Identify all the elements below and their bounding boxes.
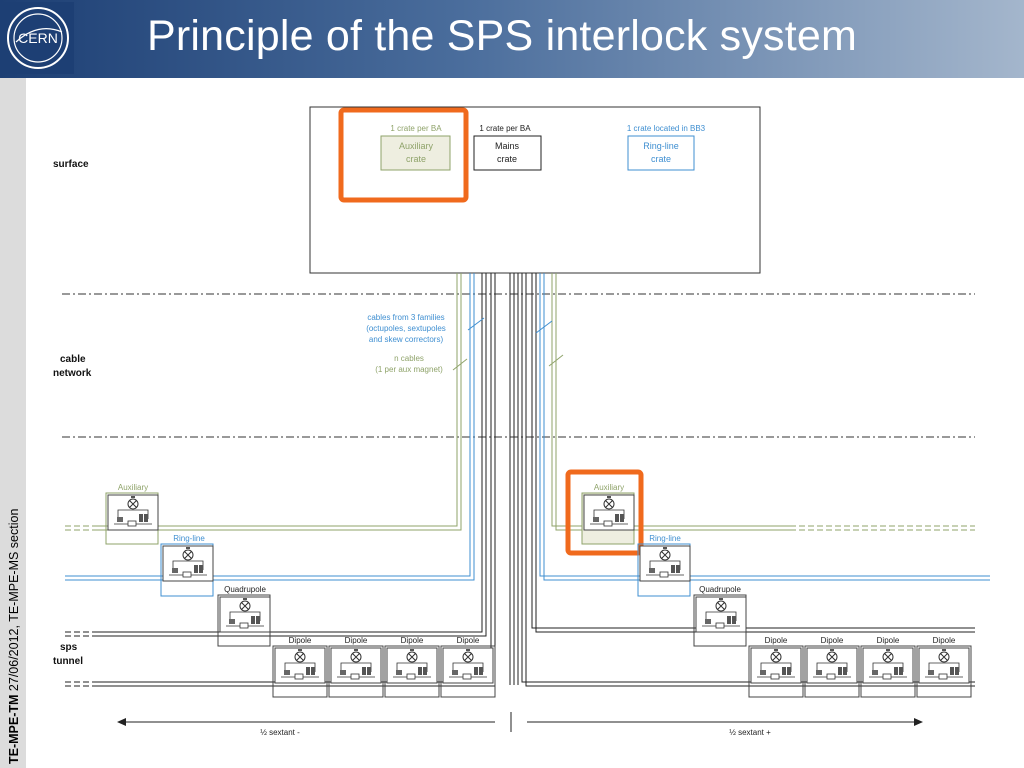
magnet-dipole-right-3-label: Dipole <box>877 636 900 645</box>
right-mains-cable-2 <box>535 273 975 633</box>
cable-note-families-3: and skew correctors) <box>369 335 444 344</box>
auxiliary-crate-label-2: crate <box>406 154 426 164</box>
magnet-ring-line-right: Ring-line <box>637 534 691 597</box>
right-ring-cable-2 <box>543 273 990 581</box>
left-aux-cable-1 <box>95 273 458 527</box>
highlight-auxiliary-magnet <box>565 469 644 556</box>
magnet-auxiliary-right: Auxiliary <box>581 483 635 545</box>
surface-building <box>309 106 761 274</box>
magnet-quadrupole-right: Quadrupole <box>693 585 747 647</box>
left-sidebar <box>0 78 26 768</box>
ring-line-crate-label-1: Ring-line <box>643 141 679 151</box>
slide-header: CERN Principle of the SPS interlock syst… <box>0 0 1024 78</box>
cable-note-families-1: cables from 3 families <box>367 313 444 322</box>
magnet-ring-line-left-label: Ring-line <box>173 534 205 543</box>
page-title: Principle of the SPS interlock system <box>147 12 858 60</box>
magnet-dipole-right-4: Dipole <box>916 636 972 698</box>
magnet-dipole-right-2: Dipole <box>804 636 860 698</box>
mains-crate-note: 1 crate per BA <box>479 124 531 133</box>
cable-note-aux-2: (1 per aux magnet) <box>375 365 443 374</box>
magnet-quadrupole-right-label: Quadrupole <box>699 585 741 594</box>
magnet-dipole-right-3: Dipole <box>860 636 916 698</box>
right-mains-cable-1 <box>531 273 975 629</box>
auxiliary-crate-label-1: Auxiliary <box>399 141 434 151</box>
zone-label-network: network <box>53 368 92 379</box>
magnet-quadrupole-left-label: Quadrupole <box>224 585 266 594</box>
cern-logo-text: CERN <box>18 30 58 46</box>
mains-crate: 1 crate per BA Mains crate <box>473 124 542 171</box>
magnet-auxiliary-left-label: Auxiliary <box>118 483 148 492</box>
mains-crate-label-1: Mains <box>495 141 520 151</box>
right-aux-cable-2 <box>555 273 790 531</box>
magnet-auxiliary-left: Auxiliary <box>105 483 159 545</box>
sextant-minus-label: ½ sextant - <box>260 728 300 737</box>
ring-line-crate-label-2: crate <box>651 154 671 164</box>
left-aux-cable-2 <box>95 273 462 531</box>
magnet-dipole-right-1-label: Dipole <box>765 636 788 645</box>
magnet-dipole-left-2: Dipole <box>328 636 384 698</box>
magnet-dipole-right-4-label: Dipole <box>933 636 956 645</box>
magnet-dipole-left-3-label: Dipole <box>401 636 424 645</box>
zone-label-sps: sps <box>60 642 78 653</box>
sextant-plus-label: ½ sextant + <box>729 728 771 737</box>
cable-note-families-2: (octupoles, sextupoles <box>366 324 446 333</box>
cable-families-note: cables from 3 families (octupoles, sextu… <box>366 313 446 344</box>
magnet-dipole-right-1: Dipole <box>748 636 804 698</box>
auxiliary-crate: 1 crate per BA Auxiliary crate <box>380 124 451 171</box>
right-ring-cable-1 <box>539 273 990 577</box>
sextant-plus-arrow: ½ sextant + <box>527 718 923 737</box>
magnet-dipole-left-1-label: Dipole <box>289 636 312 645</box>
zone-label-cable: cable <box>60 354 86 365</box>
zone-label-surface: surface <box>53 159 89 170</box>
right-mains-cable-4 <box>525 273 975 687</box>
magnet-quadrupole-left: Quadrupole <box>217 585 271 647</box>
magnet-dipole-left-4: Dipole <box>440 636 496 698</box>
magnet-dipole-left-1: Dipole <box>272 636 328 698</box>
right-mains-cable-3 <box>521 273 975 683</box>
left-mains-cable-2 <box>95 273 487 637</box>
right-aux-cable-1 <box>551 273 790 527</box>
zone-label-tunnel: tunnel <box>53 656 83 667</box>
magnet-auxiliary-right-label: Auxiliary <box>594 483 624 492</box>
magnet-dipole-right-2-label: Dipole <box>821 636 844 645</box>
auxiliary-crate-note: 1 crate per BA <box>390 124 442 133</box>
magnet-dipole-left-4-label: Dipole <box>457 636 480 645</box>
highlight-auxiliary-crate <box>338 107 469 203</box>
cable-note-aux-1: n cables <box>394 354 424 363</box>
magnet-ring-line-right-label: Ring-line <box>649 534 681 543</box>
cern-logo: CERN <box>2 2 74 74</box>
mains-crate-label-2: crate <box>497 154 517 164</box>
magnet-dipole-left-2-label: Dipole <box>345 636 368 645</box>
ring-line-crate-note: 1 crate located in BB3 <box>627 124 706 133</box>
aux-cables-note: n cables (1 per aux magnet) <box>375 354 443 374</box>
ring-line-crate: 1 crate located in BB3 Ring-line crate <box>627 124 706 171</box>
sextant-minus-arrow: ½ sextant - <box>117 718 495 737</box>
magnet-dipole-left-3: Dipole <box>384 636 440 698</box>
magnet-ring-line-left: Ring-line <box>160 534 214 597</box>
